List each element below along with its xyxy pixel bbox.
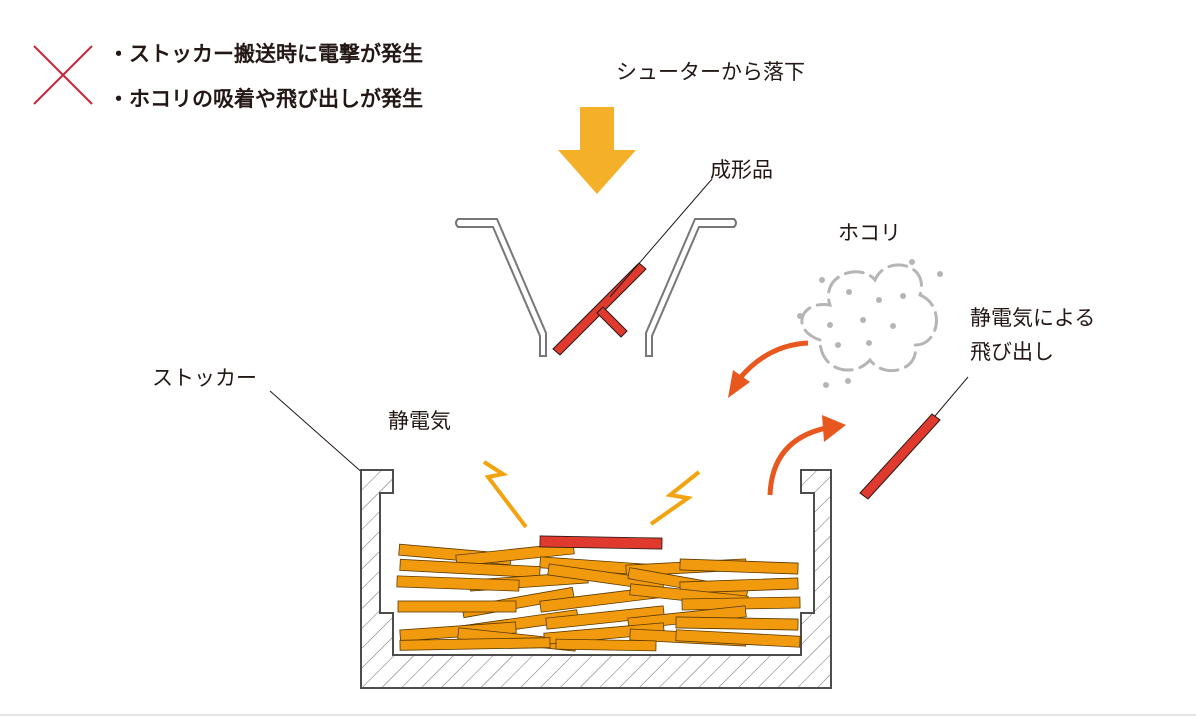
stocker-container [360, 469, 832, 689]
static-ejection-label-line2: 飛び出し [970, 340, 1054, 364]
charged-part [539, 535, 663, 550]
drop-arrow-icon [558, 107, 636, 194]
stacked-parts [396, 542, 801, 652]
molded-part-label: 成形品 [710, 158, 773, 182]
static-spark-right-icon [649, 470, 701, 526]
chute [455, 218, 737, 357]
ejection-arrow-icon [767, 415, 846, 496]
ejection-leader-line [934, 376, 969, 417]
static-spark-left-icon [482, 460, 528, 529]
dust-return-arrow-icon [728, 340, 809, 398]
stocker-leader-line [269, 390, 366, 476]
dust-particles [797, 259, 943, 388]
warning-item-1: ・ストッカー搬送時に電撃が発生 [108, 42, 423, 66]
molded-part-leader-line [609, 178, 713, 298]
dust-label: ホコリ [838, 221, 901, 245]
ejected-part [859, 413, 941, 500]
static-ejection-label-line1: 静電気による [970, 306, 1095, 330]
cross-icon [33, 45, 93, 105]
warning-item-2: ・ホコリの吸着や飛び出しが発生 [108, 87, 423, 111]
molded-part [552, 262, 647, 356]
stocker-label: ストッカー [152, 366, 257, 390]
static-label: 静電気 [388, 409, 451, 433]
dust-cloud [800, 263, 938, 373]
chute-drop-label: シューターから落下 [616, 60, 805, 84]
